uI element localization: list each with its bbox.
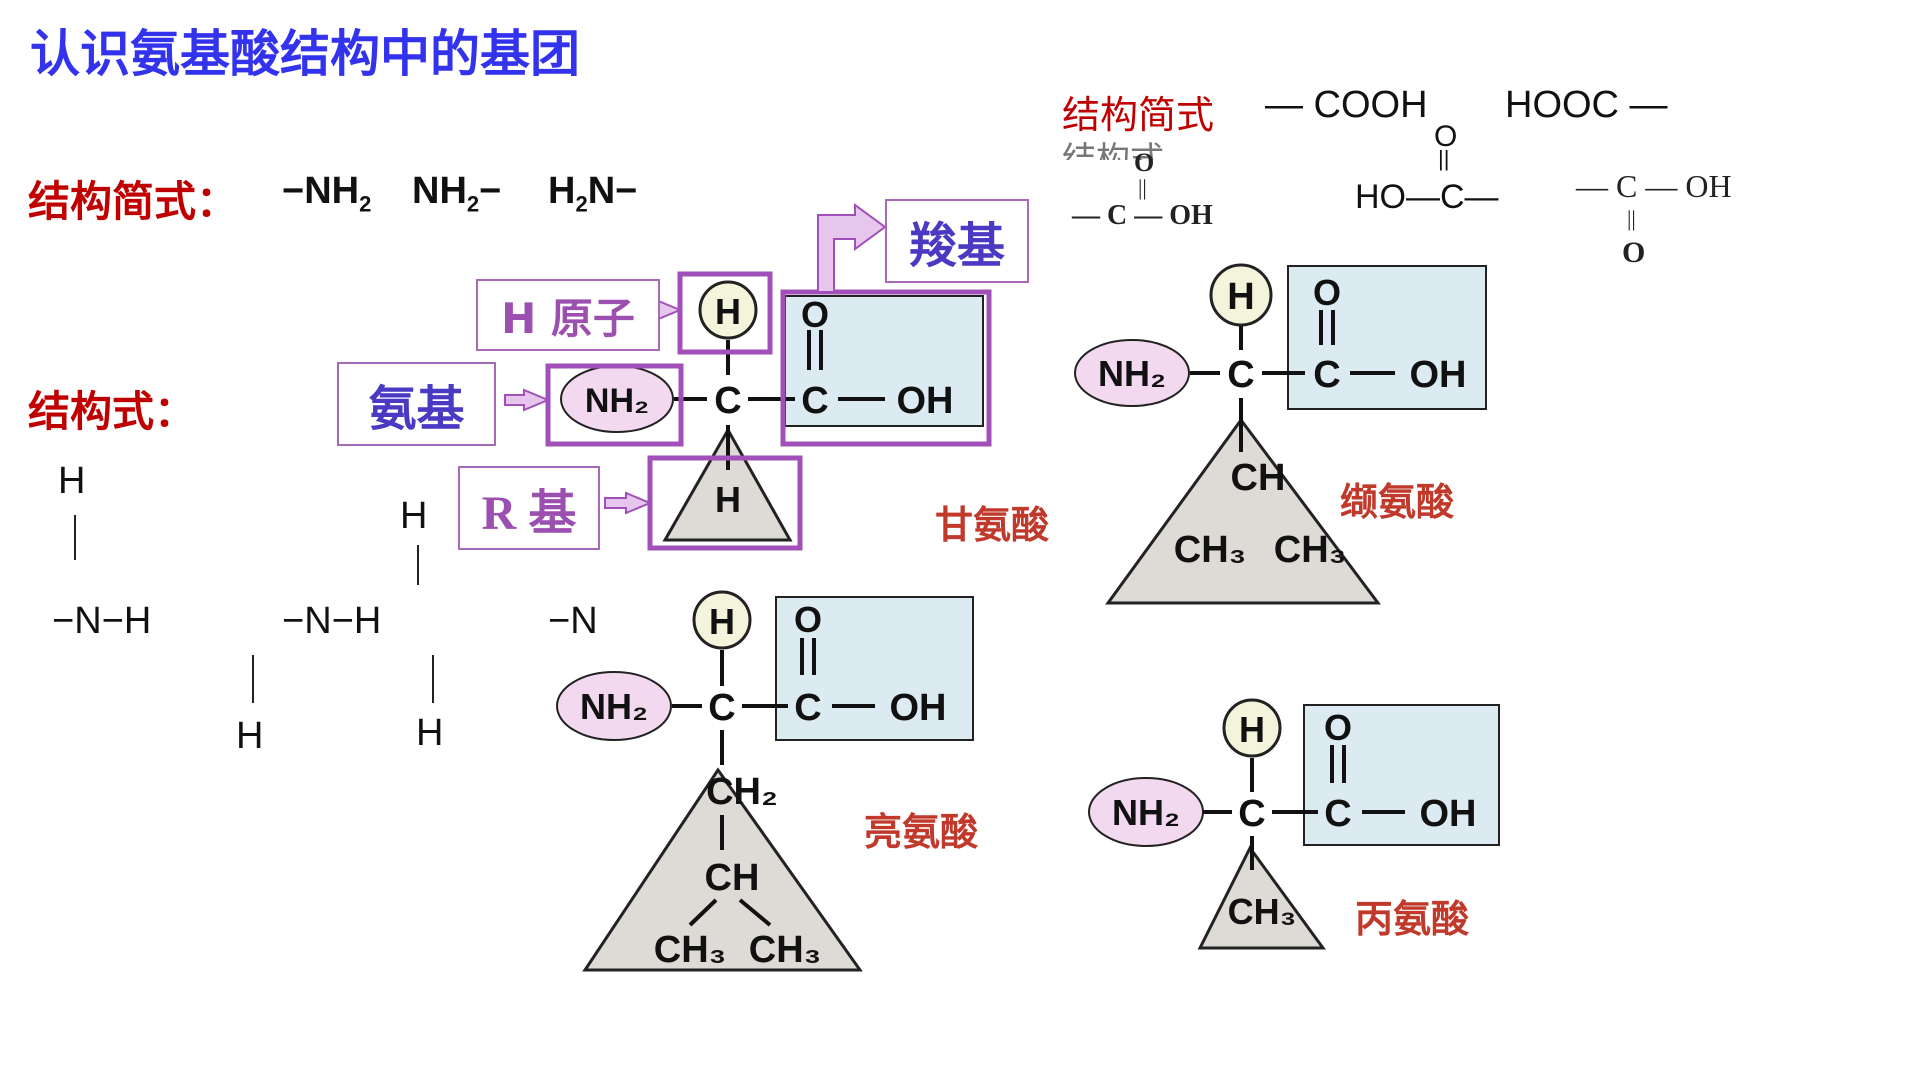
svg-text:OH: OH bbox=[1410, 354, 1467, 396]
svg-text:CH: CH bbox=[705, 857, 760, 899]
carboxyl-simplified-form-2: HOOC — bbox=[1505, 84, 1668, 126]
svg-text:OH: OH bbox=[1420, 793, 1477, 835]
hydroxyl: OH bbox=[897, 380, 954, 422]
amino-simplified-form-1: −NH2 bbox=[282, 170, 372, 217]
carboxyl-label: 羧基 bbox=[885, 199, 1029, 283]
svg-text:CH₃: CH₃ bbox=[1274, 529, 1346, 571]
nh2-label: NH₂ bbox=[585, 382, 649, 420]
amino-simplified-form-2: NH2− bbox=[412, 170, 502, 217]
amino-arrow bbox=[504, 388, 551, 412]
carboxyl-structural-form-2: HO—C— bbox=[1355, 178, 1499, 216]
carboxyl-o-label-3: O bbox=[1622, 236, 1646, 269]
h-label-4: H bbox=[416, 712, 444, 754]
svg-text:C: C bbox=[1238, 793, 1265, 835]
carboxyl-highlight-box bbox=[780, 289, 992, 447]
amino-structural-label: 结构式： bbox=[28, 387, 197, 436]
bond-line bbox=[252, 655, 254, 703]
bond-line bbox=[432, 655, 434, 703]
svg-text:C: C bbox=[1324, 793, 1351, 835]
r-group-label: R 基 bbox=[458, 466, 600, 550]
svg-text:CH₃: CH₃ bbox=[1228, 891, 1297, 932]
h-circle bbox=[698, 280, 758, 340]
svg-text:NH₂: NH₂ bbox=[1098, 353, 1166, 394]
amino-label: 氨基 bbox=[337, 362, 496, 446]
carboxyl-simplified-form-1: — COOH bbox=[1265, 84, 1428, 126]
carboxyl-region bbox=[784, 295, 984, 427]
svg-text:O: O bbox=[1324, 707, 1352, 748]
svg-text:C: C bbox=[1313, 354, 1340, 396]
double-bond: || bbox=[1438, 146, 1450, 171]
amino-simplified-label: 结构简式： bbox=[28, 177, 239, 226]
svg-text:CH₃: CH₃ bbox=[654, 929, 726, 971]
acid-name-valine: 缬氨酸 bbox=[1340, 482, 1455, 524]
amino-structural-form-3: −N bbox=[548, 600, 598, 642]
amino-highlight-box bbox=[545, 363, 684, 447]
h-label-2: H bbox=[400, 495, 428, 537]
svg-text:O: O bbox=[794, 599, 822, 640]
bond-line bbox=[74, 515, 76, 560]
carbonyl-o: O bbox=[801, 294, 829, 335]
svg-text:C: C bbox=[1227, 354, 1254, 396]
carboxyl-simplified-label: 结构简式 bbox=[1062, 93, 1215, 137]
carboxyl-arrow bbox=[817, 203, 887, 293]
carboxyl-o-label-1: O bbox=[1134, 148, 1155, 177]
svg-text:CH₃: CH₃ bbox=[1174, 529, 1246, 571]
carboxyl-structural-form-3: — C — OH bbox=[1576, 168, 1732, 204]
page-title: 认识氨基酸结构中的基团 bbox=[30, 25, 580, 83]
carboxyl-structural-form-1: — C — OH bbox=[1072, 200, 1213, 231]
svg-text:CH: CH bbox=[1231, 457, 1286, 499]
h-atom-label: H 原子 bbox=[476, 279, 660, 351]
r-group-h: H bbox=[715, 479, 741, 520]
valine-structure: H NH₂ C C O OH CH CH₃ CH₃ 缬氨酸 bbox=[1074, 263, 1487, 605]
svg-text:CH₂: CH₂ bbox=[706, 771, 778, 813]
svg-text:NH₂: NH₂ bbox=[1112, 792, 1180, 833]
acid-name-glycine: 甘氨酸 bbox=[935, 505, 1050, 547]
double-bond: || bbox=[1138, 175, 1147, 200]
acid-name-leucine: 亮氨酸 bbox=[864, 812, 979, 854]
carboxyl-structural-label: 结构式 bbox=[1062, 140, 1164, 160]
h-label-1: H bbox=[58, 460, 86, 502]
double-bond: || bbox=[1627, 206, 1636, 231]
acid-name-alanine: 丙氨酸 bbox=[1355, 899, 1470, 941]
svg-text:NH₂: NH₂ bbox=[580, 686, 648, 727]
r-arrow bbox=[604, 491, 653, 515]
svg-text:O: O bbox=[1313, 272, 1341, 313]
leucine-structure: H NH₂ C C O OH CH₂ CH CH₃ CH₃ 亮氨酸 bbox=[556, 590, 979, 972]
amino-structural-form-1: −N−H bbox=[52, 600, 152, 642]
h-highlight-box bbox=[677, 271, 773, 355]
svg-text:C: C bbox=[794, 687, 821, 729]
svg-text:H: H bbox=[1239, 709, 1265, 750]
svg-text:CH₃: CH₃ bbox=[749, 929, 821, 971]
svg-text:OH: OH bbox=[890, 687, 947, 729]
svg-text:H: H bbox=[709, 601, 735, 642]
h-label-3: H bbox=[236, 715, 264, 757]
bond-line bbox=[417, 545, 419, 585]
amino-simplified-form-3: H2N− bbox=[548, 170, 638, 217]
r-group-triangle bbox=[662, 426, 793, 542]
alpha-carbon: C bbox=[714, 380, 741, 422]
carboxyl-carbon: C bbox=[801, 380, 828, 422]
svg-text:C: C bbox=[708, 687, 735, 729]
alanine-structure: H NH₂ C C O OH CH₃ 丙氨酸 bbox=[1088, 698, 1500, 950]
carboxyl-o-label-2: O bbox=[1434, 120, 1458, 153]
h-atom: H bbox=[715, 291, 741, 332]
svg-text:H: H bbox=[1227, 276, 1254, 318]
amino-structural-form-2: −N−H bbox=[282, 600, 382, 642]
